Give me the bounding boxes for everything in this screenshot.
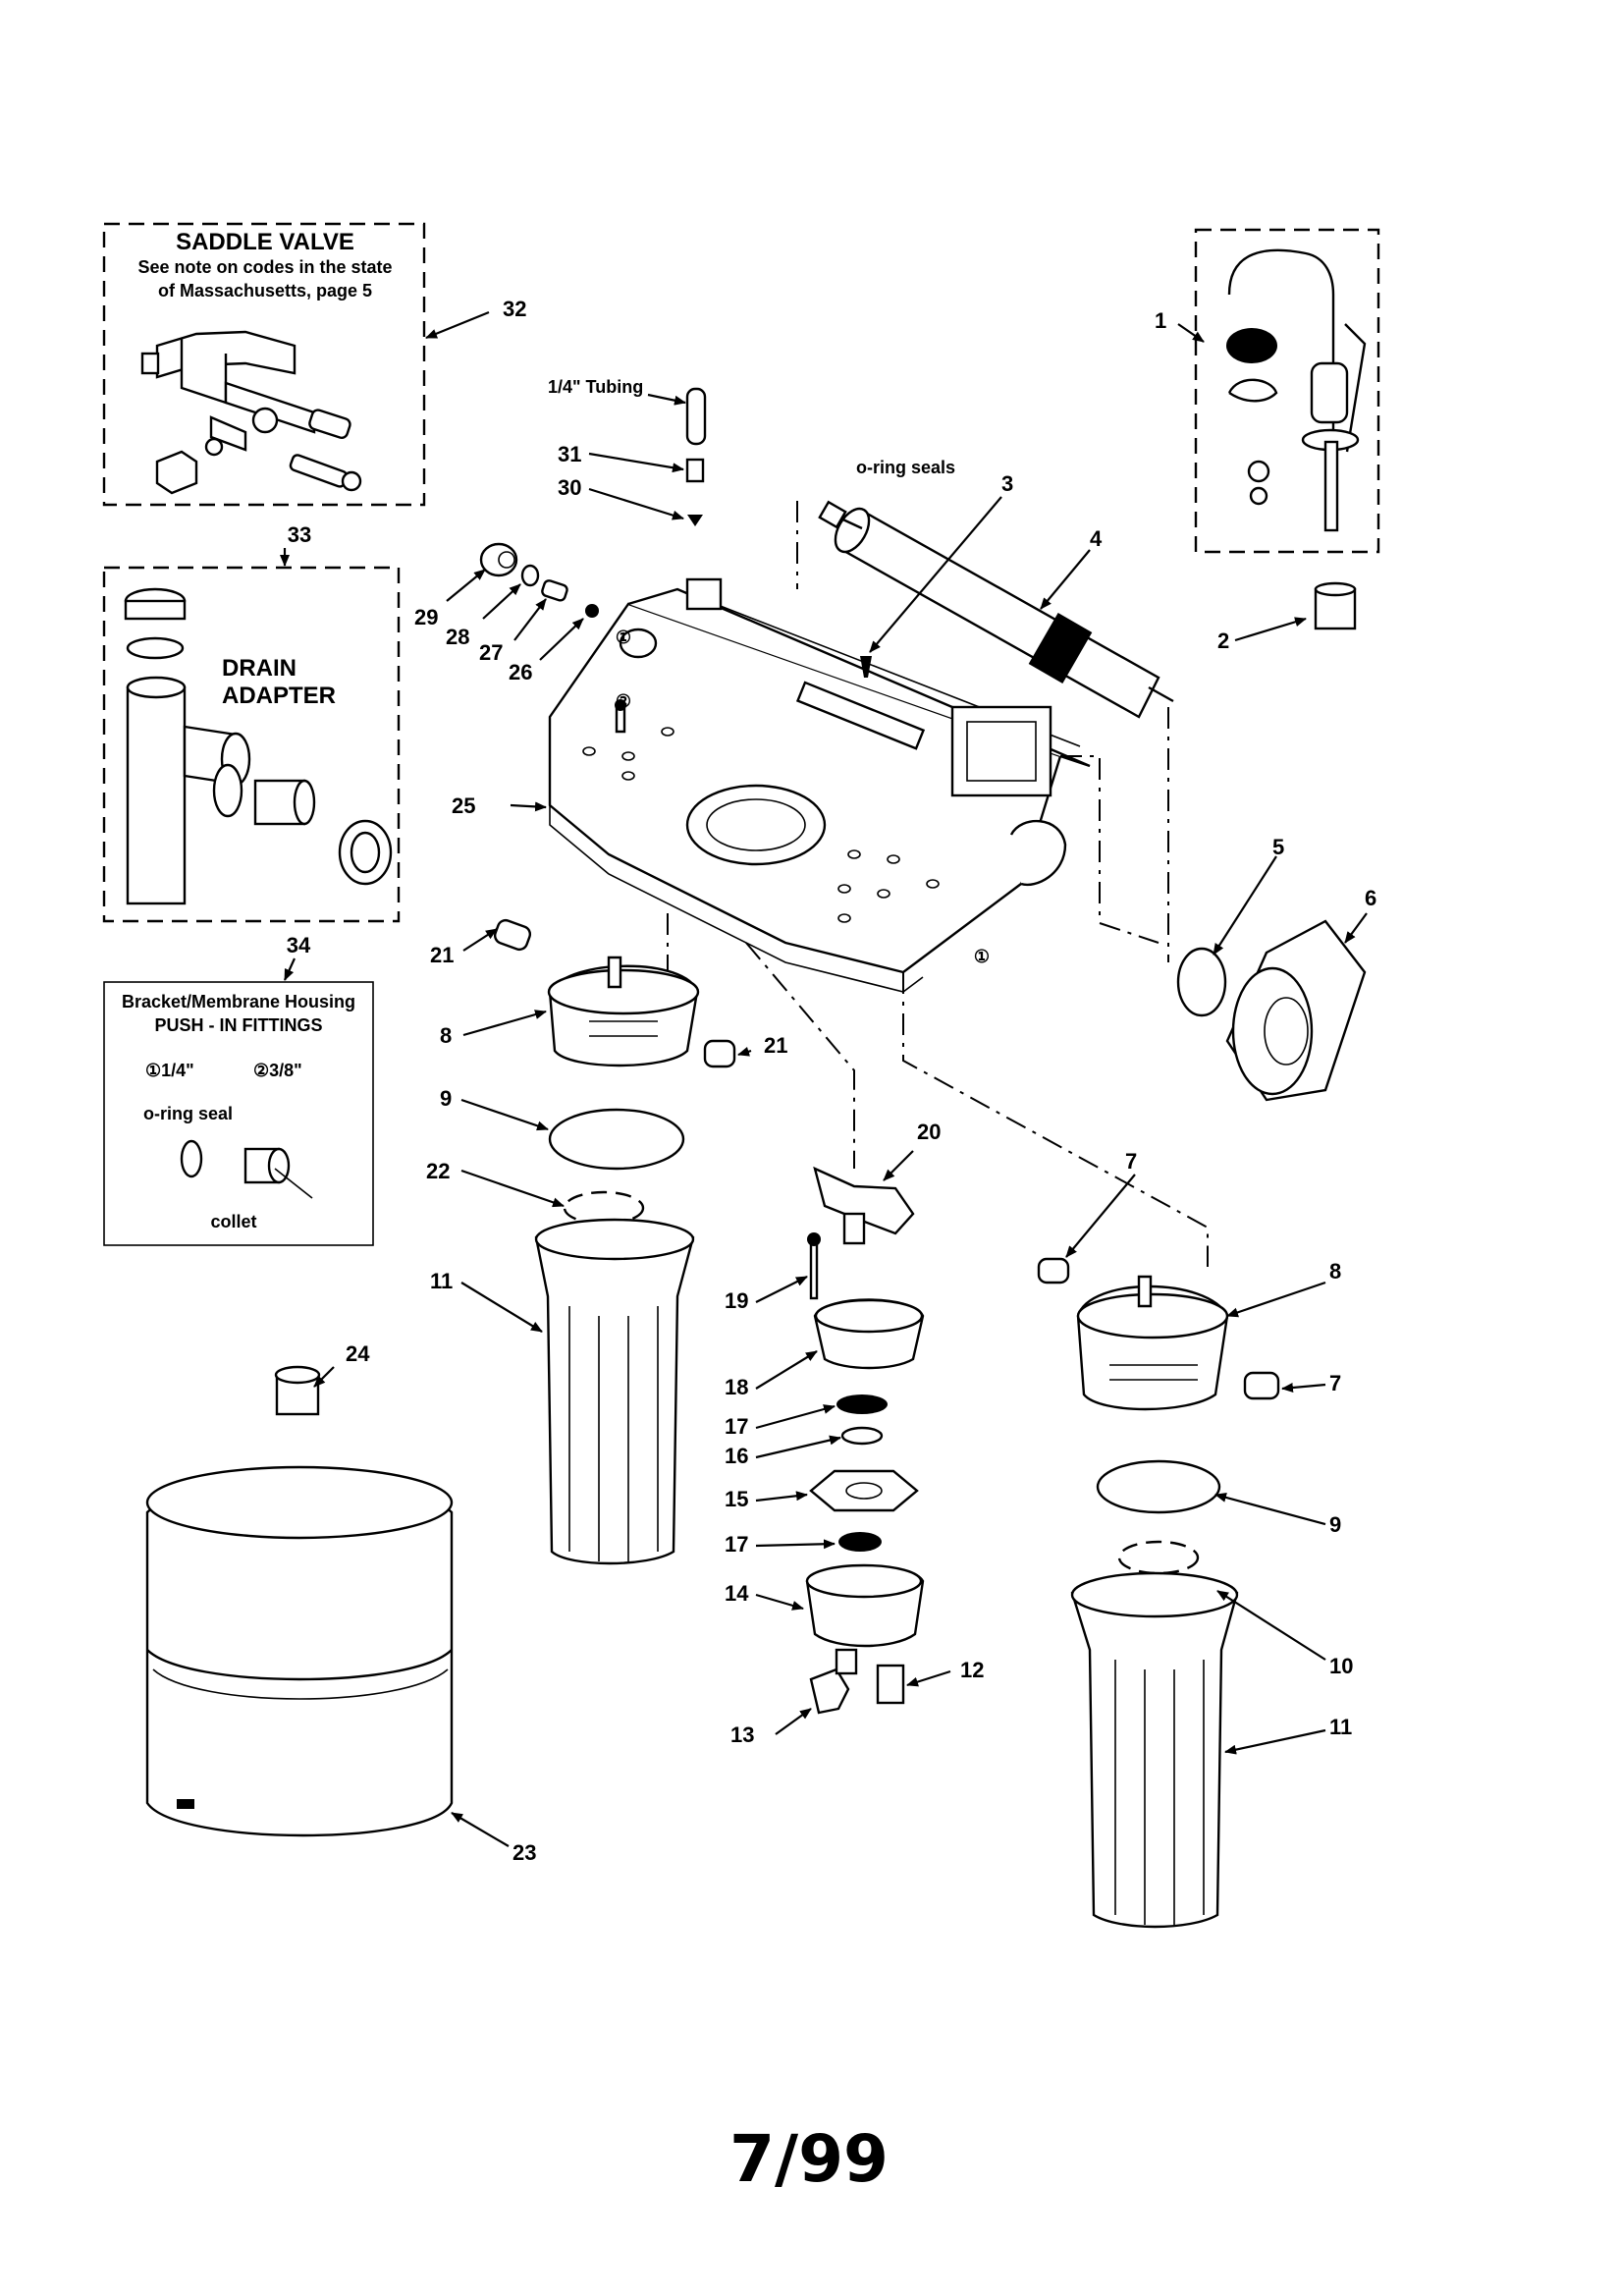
end-cap-6: 5 6 (1176, 835, 1376, 1102)
part-number-29: 29 (414, 605, 438, 629)
left-filter-housing: 21 21 8 9 22 11 (426, 918, 787, 1565)
fitting-size-quarter: ①1/4" (145, 1061, 194, 1080)
part-number-27: 27 (479, 640, 503, 665)
part-number-22: 22 (426, 1159, 450, 1183)
part-number-18: 18 (725, 1375, 748, 1399)
part-number-19: 19 (725, 1288, 748, 1313)
part-number-12: 12 (960, 1658, 984, 1682)
fitting-size-three-eighths: ②3/8" (253, 1061, 302, 1080)
check-valve-parts: 29 28 27 26 (414, 542, 599, 684)
drain-adapter-label-2: ADAPTER (222, 683, 336, 709)
part-number-7-bottom: 7 (1329, 1371, 1341, 1395)
push-in-fittings-line-1: Bracket/Membrane Housing (122, 992, 355, 1011)
part-number-8-left: 8 (440, 1023, 452, 1048)
part-number-33: 33 (288, 522, 311, 547)
part-number-34: 34 (287, 933, 311, 957)
part-number-6: 6 (1365, 886, 1376, 910)
part-number-16: 16 (725, 1444, 748, 1468)
part-number-5: 5 (1272, 835, 1284, 859)
part-number-31: 31 (558, 442, 581, 466)
part-number-9-right: 9 (1329, 1512, 1341, 1537)
storage-tank: 24 23 (145, 1341, 536, 1865)
part-number-11-right: 11 (1329, 1715, 1352, 1739)
part-number-8-right: 8 (1329, 1259, 1341, 1284)
faucet-box: 1 (1155, 228, 1380, 554)
oring-seal-label: o-ring seal (143, 1104, 233, 1123)
push-in-fittings-line-2: PUSH - IN FITTINGS (155, 1015, 323, 1035)
drain-adapter-drawing (124, 587, 393, 905)
collet-icon (243, 1147, 313, 1199)
part-number-7-top: 7 (1125, 1149, 1137, 1174)
collet-label: collet (210, 1212, 256, 1231)
part-number-11-left: 11 (430, 1269, 453, 1293)
part-number-15: 15 (725, 1487, 748, 1511)
part-number-2: 2 (1217, 629, 1229, 653)
part-number-1: 1 (1155, 308, 1166, 333)
saddle-valve-title: SADDLE VALVE (176, 229, 354, 255)
drain-adapter-label-1: DRAIN (222, 655, 297, 682)
oring-seal-icon (180, 1139, 203, 1178)
part-number-3: 3 (1001, 471, 1013, 496)
part-number-9-left: 9 (440, 1086, 452, 1111)
part-number-21-top: 21 (430, 943, 454, 967)
part-number-24: 24 (346, 1341, 370, 1366)
bracket-port-1-top: ① (616, 628, 631, 647)
bracket-25: ① ② ① 25 (452, 577, 1091, 993)
tubing-group: 1/4" Tubing 31 30 (548, 377, 707, 526)
drain-adapter-box: 33 DRAIN ADAPTER (102, 522, 401, 923)
saddle-valve-drawing (140, 330, 362, 495)
bracket-port-2: ② (616, 691, 631, 711)
center-valve-stack: 20 19 18 17 16 15 17 14 13 12 (725, 1120, 984, 1747)
part-number-32: 32 (503, 297, 526, 321)
part-number-20: 20 (917, 1120, 941, 1144)
page-number: 7/99 (729, 2121, 889, 2197)
part-number-23: 23 (512, 1840, 536, 1865)
faucet-drawing (1226, 248, 1367, 532)
saddle-valve-note-2: of Massachusetts, page 5 (158, 281, 372, 301)
part-number-28: 28 (446, 625, 469, 649)
part-2-adapter: 2 (1217, 581, 1357, 653)
part-number-21-bottom: 21 (764, 1033, 787, 1058)
part-number-26: 26 (509, 660, 532, 684)
part-number-17-top: 17 (725, 1414, 748, 1439)
part-number-30: 30 (558, 475, 581, 500)
saddle-valve-box: SADDLE VALVE See note on codes in the st… (102, 222, 526, 507)
part-number-17-bottom: 17 (725, 1532, 748, 1557)
tubing-label: 1/4" Tubing (548, 377, 643, 397)
saddle-valve-note-1: See note on codes in the state (137, 257, 392, 277)
part-number-4: 4 (1090, 526, 1103, 551)
part-number-25: 25 (452, 793, 475, 818)
push-in-fittings-box: 34 Bracket/Membrane Housing PUSH - IN FI… (103, 933, 374, 1246)
part-number-14: 14 (725, 1581, 749, 1606)
oring-seals-label: o-ring seals (856, 458, 955, 477)
part-number-10: 10 (1329, 1654, 1353, 1678)
part-number-13: 13 (730, 1722, 754, 1747)
right-filter-housing: 7 8 7 9 10 11 (1037, 1149, 1353, 1929)
membrane-housing-4: o-ring seals 4 3 (796, 458, 1174, 962)
bracket-port-1-bottom: ① (974, 947, 990, 966)
